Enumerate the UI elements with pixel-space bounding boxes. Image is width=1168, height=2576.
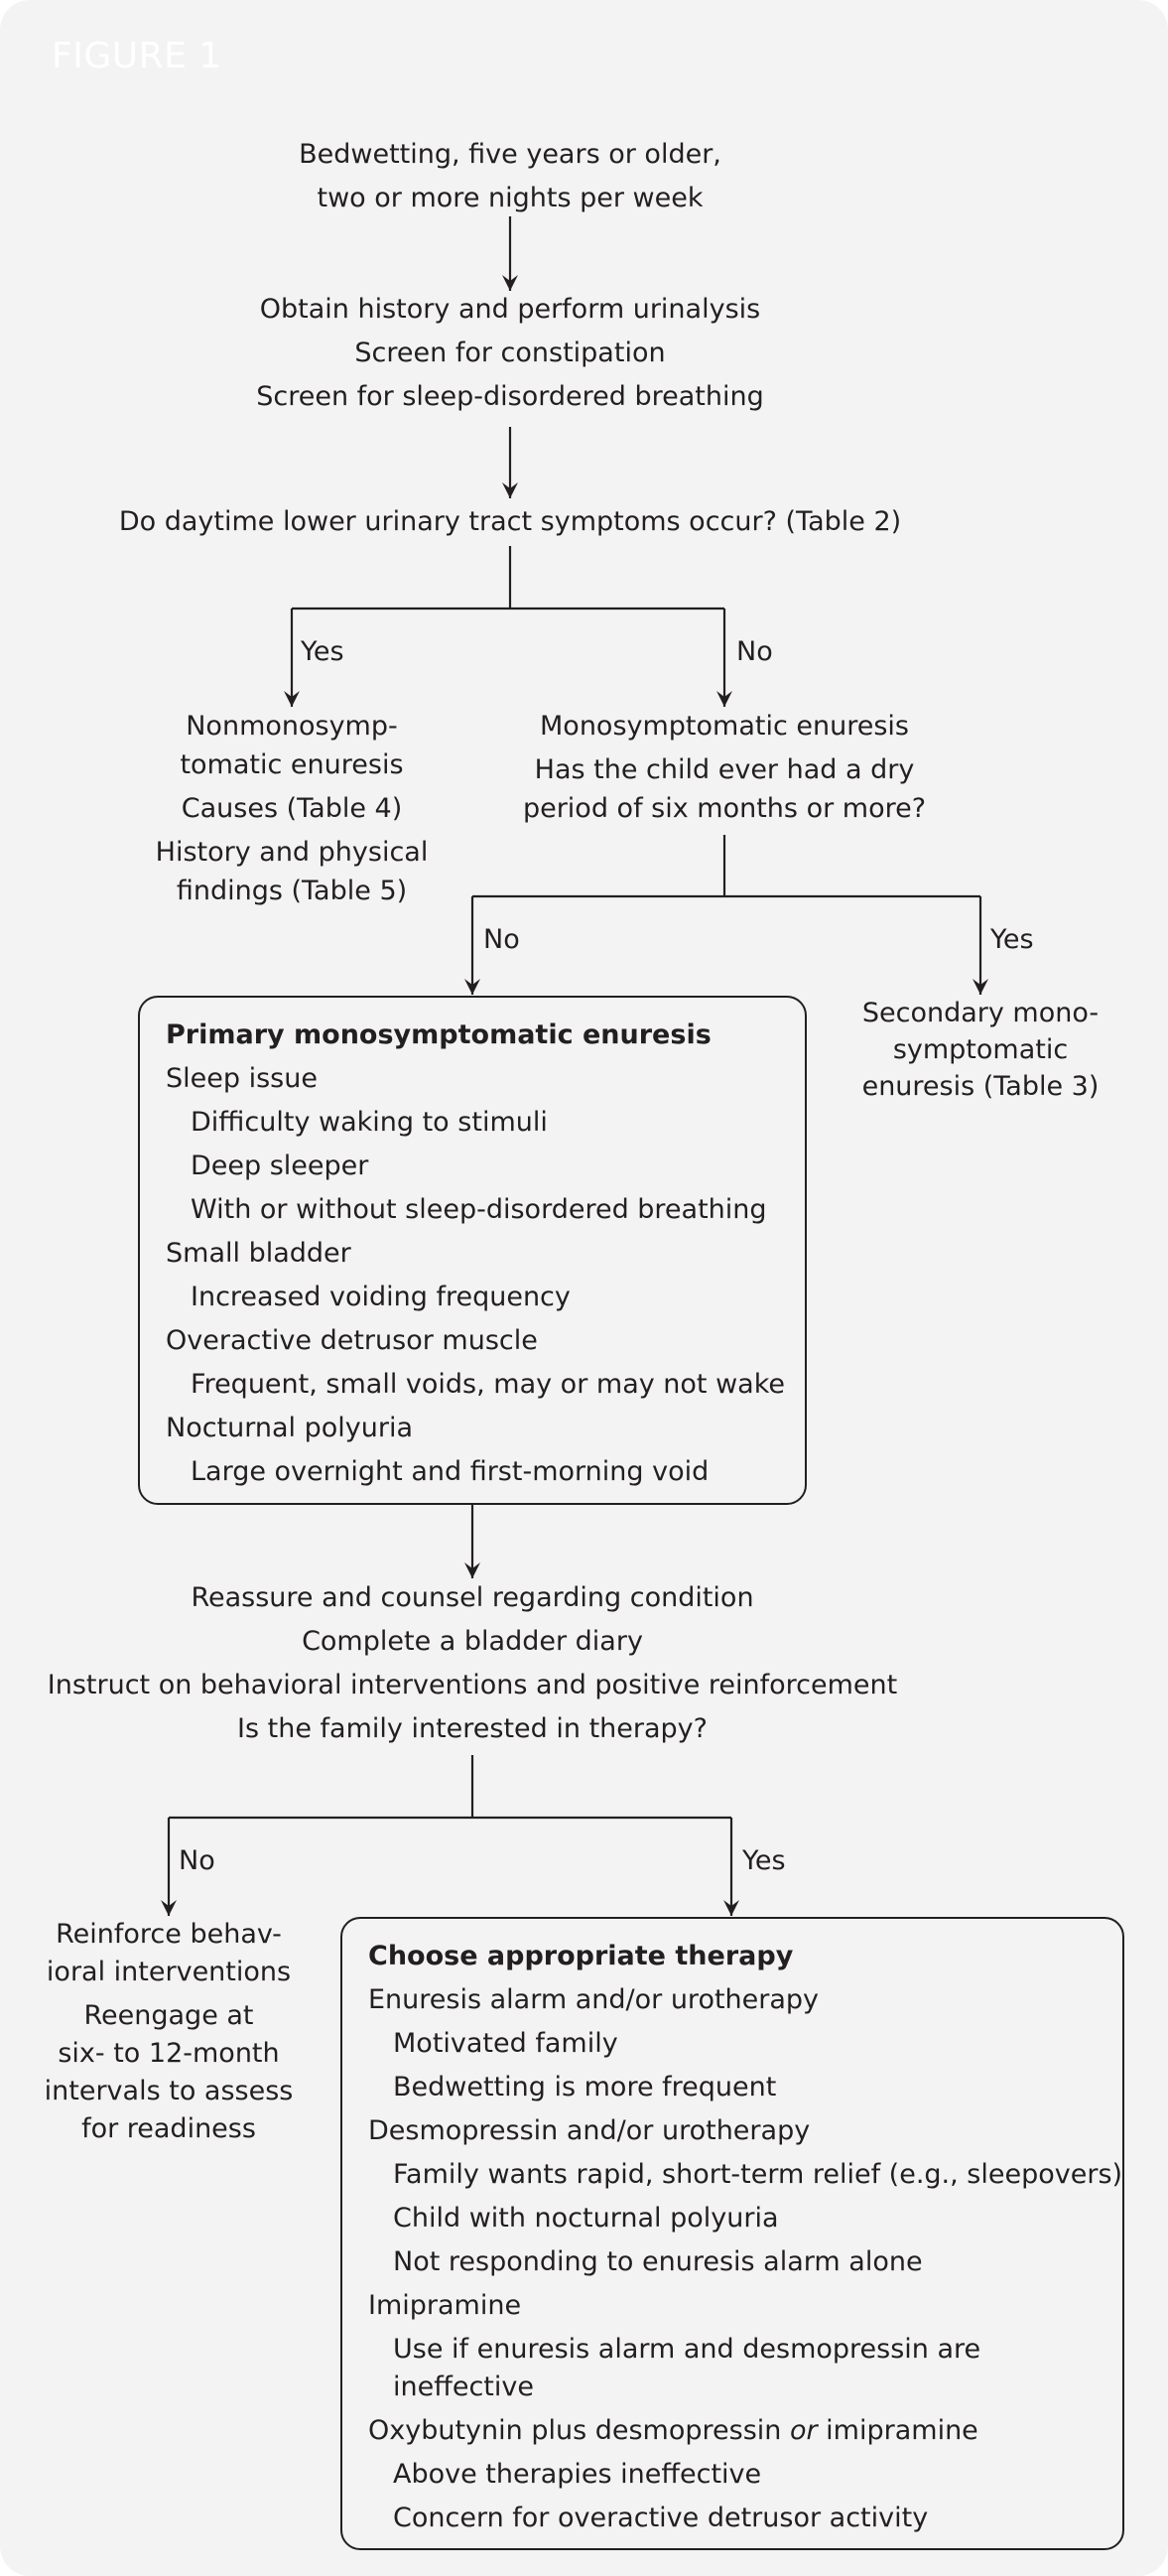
primary-box-line: Frequent, small voids, may or may not wa… — [191, 1369, 786, 1400]
therapy-box-line: Child with nocturnal polyuria — [393, 2203, 779, 2234]
branch-label-luts-yes: Yes — [301, 636, 344, 667]
therapy-box-line: Bedwetting is more frequent — [393, 2072, 777, 2102]
node-history: Obtain history and perform urinalysis Sc… — [256, 294, 764, 412]
therapy-box-line: Desmopressin and/or urotherapy — [368, 2115, 811, 2146]
primary-box-line: Deep sleeper — [191, 1151, 369, 1181]
therapy-box-line: Not responding to enuresis alarm alone — [393, 2246, 923, 2277]
node-monosymptomatic: Monosymptomatic enuresis Has the child e… — [522, 711, 927, 824]
primary-box-line: Increased voiding frequency — [191, 1282, 571, 1312]
figure-label: FIGURE 1 — [52, 36, 222, 76]
therapy-box-title: Choose appropriate therapy — [368, 1941, 794, 1971]
therapy-box-line: Motivated family — [393, 2028, 618, 2059]
branch-label-therapy-yes: Yes — [742, 1845, 786, 1876]
therapy-box-line-oxybutynin: Oxybutynin plus desmopressin or imiprami… — [368, 2415, 978, 2446]
primary-box-title: Primary monosymptomatic enuresis — [166, 1019, 712, 1050]
therapy-box-line: Above therapies ineffective — [393, 2459, 762, 2490]
node-counsel: Reassure and counsel regarding condition… — [47, 1582, 898, 1744]
node-secondary-enuresis: Secondary mono- symptomatic enuresis (Ta… — [861, 998, 1100, 1102]
primary-box-line: Small bladder — [166, 1238, 351, 1269]
primary-box-line: Large overnight and first-morning void — [191, 1456, 710, 1487]
node-nonmonosymptomatic: Nonmonosymp- tomatic enuresis Causes (Ta… — [155, 711, 429, 906]
branch-label-dry-yes: Yes — [990, 924, 1034, 955]
primary-enuresis-box: Primary monosymptomatic enuresis Sleep i… — [138, 996, 807, 1505]
node-start: Bedwetting, five years or older, two or … — [299, 139, 721, 213]
branch-label-dry-no: No — [483, 924, 520, 955]
node-reinforce: Reinforce behav- ioral interventions Ree… — [44, 1919, 294, 2144]
therapy-box-line: Enuresis alarm and/or urotherapy — [368, 1984, 820, 2015]
therapy-box-line: Concern for overactive detrusor activity — [393, 2503, 929, 2533]
therapy-box-line: Family wants rapid, short-term relief (e… — [393, 2159, 1123, 2190]
therapy-box-line: ineffective — [393, 2372, 534, 2402]
branch-label-luts-no: No — [736, 636, 773, 667]
node-luts-question: Do daytime lower urinary tract symptoms … — [118, 506, 902, 537]
primary-box-line: Nocturnal polyuria — [166, 1413, 414, 1443]
primary-box-line: Difficulty waking to stimuli — [191, 1107, 548, 1138]
primary-box-line: With or without sleep-disordered breathi… — [191, 1194, 767, 1225]
primary-box-line: Overactive detrusor muscle — [166, 1325, 538, 1356]
therapy-box-line: Use if enuresis alarm and desmopressin a… — [393, 2334, 981, 2365]
branch-label-therapy-no: No — [179, 1845, 215, 1876]
therapy-box-line: Imipramine — [368, 2290, 522, 2321]
primary-box-line: Sleep issue — [166, 1063, 318, 1094]
therapy-box: Choose appropriate therapy Enuresis alar… — [340, 1917, 1124, 2550]
